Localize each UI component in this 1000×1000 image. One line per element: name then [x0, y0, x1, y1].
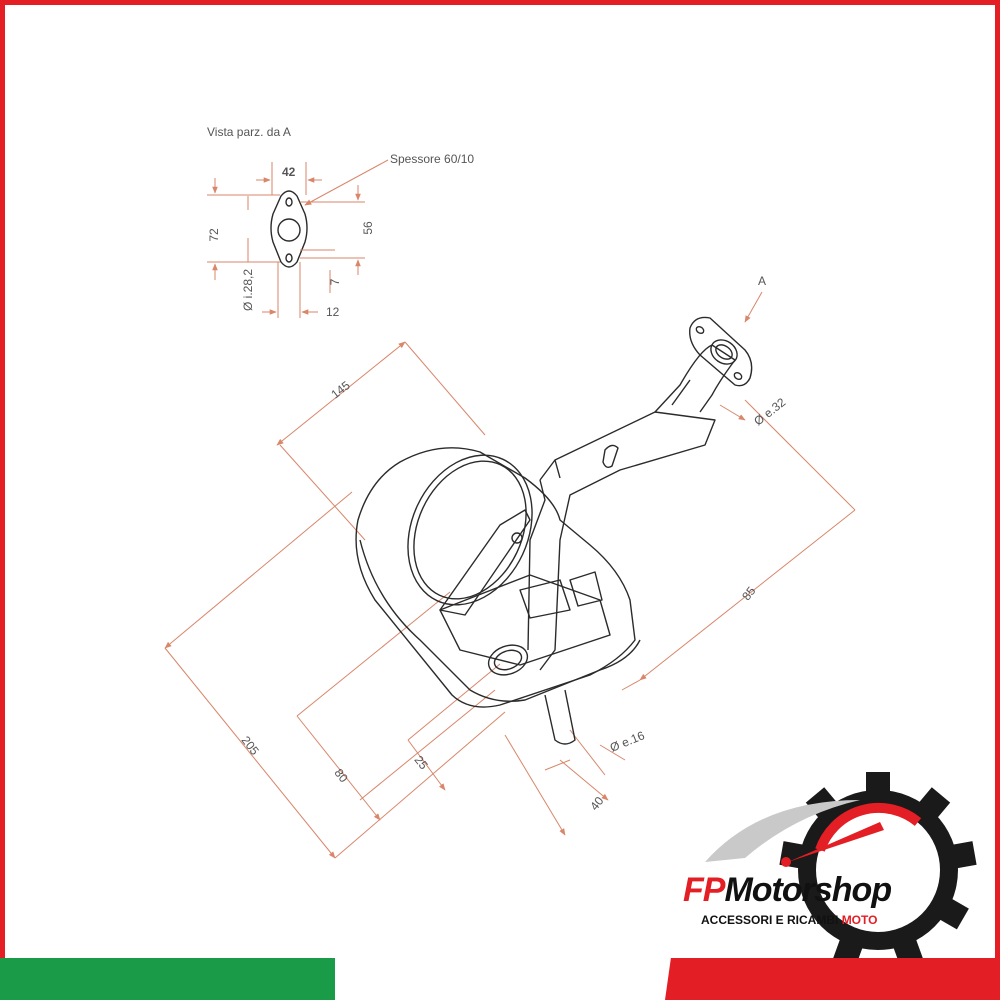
flange-partial-view: Vista parz. da A	[207, 125, 474, 319]
dim-80: 80	[332, 766, 351, 785]
thickness-label: Spessore 60/10	[390, 152, 474, 166]
brand-tagline-accent: MOTO	[841, 913, 878, 927]
fp-motorshop-logo	[705, 772, 977, 967]
dim-85: 85	[739, 584, 758, 603]
brand-tagline: ACCESSORI E RICAMBI	[701, 913, 842, 927]
dim-7: 7	[328, 278, 342, 285]
dim-56: 56	[361, 221, 375, 235]
arrow-label-a: A	[758, 274, 766, 288]
dim-e16: Ø e.16	[608, 728, 647, 755]
speed-swoosh	[705, 800, 860, 862]
dim-72: 72	[207, 228, 221, 242]
flag-green-stripe	[0, 958, 341, 1000]
dim-205: 205	[238, 733, 262, 758]
speedometer-needle	[788, 822, 884, 862]
brand-motorshop: Motorshop	[724, 871, 892, 909]
flange-shape	[270, 190, 308, 268]
brand-fp: FP	[683, 871, 725, 909]
main-dimension-lines	[164, 291, 856, 859]
flag-white-stripe	[335, 958, 665, 1000]
dim-145: 145	[328, 378, 353, 402]
flange-dimension-lines	[207, 159, 389, 318]
exhaust-silencer	[355, 447, 641, 745]
brand-wordmark: FPMotorshop ACCESSORI E RICAMBI MOTO	[683, 873, 903, 927]
dim-i28-2: Ø i.28,2	[241, 269, 255, 311]
dim-42: 42	[282, 165, 296, 179]
view-label: Vista parz. da A	[207, 125, 291, 139]
dim-12: 12	[326, 305, 340, 319]
gear-icon	[779, 772, 977, 967]
flag-red-stripe	[665, 958, 1000, 1000]
exhaust-manifold-pipe	[527, 316, 753, 671]
